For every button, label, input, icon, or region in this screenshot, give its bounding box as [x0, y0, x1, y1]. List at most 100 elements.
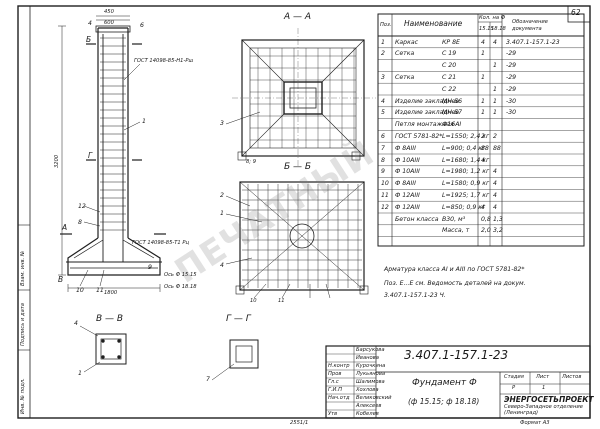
spec-header-pos: Поз. — [380, 22, 392, 28]
section-bb-title: Б — Б — [284, 162, 312, 172]
spec-cell-qty-2: 4 — [493, 168, 497, 176]
spec-cell-pos: 12 — [381, 203, 389, 211]
signature-role: Пров — [328, 371, 342, 377]
gost-note-1: ГОСТ 14098-85-Н1-Рш — [134, 58, 194, 64]
gg-mark-7: 7 — [206, 376, 210, 383]
spec-cell-name: ГОСТ 5781-82* — [395, 132, 443, 140]
spec-cell-name: Ф 8АIII — [395, 180, 416, 188]
bb-mark-2: 2 — [220, 192, 224, 199]
mark-12: 12 — [78, 203, 86, 210]
note-2: Поз. Е...Е см. Ведомость деталей на доку… — [384, 280, 526, 287]
stage-value: Р — [512, 385, 516, 391]
spec-cell-mark: МН-56 — [442, 97, 463, 105]
spec-header-qty-2: 18.18 — [491, 26, 506, 32]
spec-cell-name: Изделие закладное — [395, 97, 460, 105]
signature-name: Шалимова — [356, 379, 385, 385]
spec-cell-name: Ф 8АIII — [395, 144, 416, 152]
spec-cell-doc: -29 — [506, 85, 517, 93]
bb-dim-10: 10 — [250, 298, 257, 304]
sheet-value: 1 — [542, 385, 546, 391]
spec-cell-qty-2: 1 — [493, 85, 497, 93]
spec-cell-doc: -30 — [506, 109, 517, 117]
spec-cell-qty-1: 88 — [481, 144, 489, 152]
spec-cell-qty-1: 1 — [481, 50, 485, 58]
spec-cell-pos: 6 — [381, 132, 385, 140]
stamp-label-vzam: Взам. инв. № — [20, 250, 26, 286]
signature-name: Алексеев — [356, 403, 382, 409]
aa-dim: 8; 9 — [246, 159, 256, 165]
spec-header-name: Наименование — [404, 19, 463, 28]
mark-8: 8 — [78, 219, 82, 226]
cut-v: В — [58, 275, 64, 284]
signature-role: Нач.отд — [328, 395, 350, 401]
spec-cell-qty-2: 3,2 — [493, 227, 503, 235]
dim-base: 1800 — [104, 290, 118, 296]
spec-cell-qty-2: 1,3 — [493, 215, 503, 223]
signature-name: Курочкина — [356, 363, 386, 369]
section-gg-title: Г — Г — [226, 314, 251, 324]
spec-cell-qty-1: 2 — [481, 132, 485, 140]
stage-header: Стадия — [504, 374, 524, 380]
spec-cell-name: Каркас — [395, 38, 419, 46]
spec-cell-qty-2: 4 — [493, 191, 497, 199]
spec-cell-qty-1: 4 — [481, 156, 485, 164]
spec-cell-mark: С 20 — [442, 62, 457, 70]
mark-10: 10 — [76, 287, 84, 294]
spec-cell-pos: 9 — [381, 168, 385, 176]
spec-cell-qty-2: 2 — [493, 132, 497, 140]
section-aa-title: А — А — [284, 12, 312, 22]
vv-mark-4: 4 — [74, 320, 78, 327]
spec-cell-name: Ф 10АIII — [395, 156, 420, 164]
spec-cell-pos: 5 — [381, 109, 385, 117]
spec-cell-name: Бетон класса — [395, 215, 439, 223]
spec-header-qty: Кол. на Ф — [479, 15, 506, 21]
cut-b-top: Б — [86, 35, 92, 44]
spec-cell-mark: С 21 — [442, 73, 457, 81]
spec-cell-pos: 1 — [381, 38, 385, 46]
signature-role: Утв — [328, 411, 338, 417]
spec-cell-pos: 7 — [381, 144, 385, 152]
spec-cell-qty-2: 4 — [493, 180, 497, 188]
spec-cell-pos: 4 — [381, 97, 385, 105]
signature-name: Иванова — [356, 355, 379, 361]
bottom-ref: 2551/1 — [290, 420, 309, 426]
company-sub: Северо-Западное отделение (Ленинград) — [504, 404, 583, 416]
signature-role: Н.контр — [328, 363, 350, 369]
mark-4: 4 — [88, 20, 92, 27]
cut-g: Г — [88, 151, 93, 160]
gost-note-2: ГОСТ 14098-85-Т1 Рц — [132, 240, 190, 246]
spec-cell-doc: -29 — [506, 50, 517, 58]
spec-cell-qty-2: 1 — [493, 109, 497, 117]
signature-name: Барсукова — [356, 347, 385, 353]
spec-cell-qty-1: 4 — [481, 38, 485, 46]
dim-height: 3200 — [54, 154, 60, 168]
spec-cell-mark: МН-57 — [442, 109, 463, 117]
mark-11: 11 — [96, 287, 104, 294]
bb-dim-11: 11 — [278, 298, 285, 304]
cut-a: А — [62, 223, 68, 232]
signature-role: Гл.с — [328, 379, 339, 385]
signature-name: Кобелев — [356, 411, 379, 417]
mark-9: 9 — [148, 264, 152, 271]
mark-1a: 1 — [142, 118, 146, 125]
spec-cell-name: Ф 10АIII — [395, 168, 420, 176]
spec-header-qty-1: 15.15 — [479, 26, 494, 32]
spec-cell-mark: Масса, т — [442, 227, 470, 235]
spec-cell-qty-1: 2,0 — [481, 227, 491, 235]
spec-cell-pos: 10 — [381, 180, 389, 188]
spec-cell-pos: 11 — [381, 191, 389, 199]
signature-role: Г.И.П — [328, 387, 342, 393]
spec-cell-mark: L=850; 0,9 кг — [442, 203, 486, 211]
spec-cell-mark: L=1980; 1,2 кг — [442, 168, 490, 176]
spec-cell-mark: КР 8Е — [442, 38, 460, 46]
drawing-title: Фундамент Ф — [412, 378, 477, 388]
spec-cell-doc: -30 — [506, 97, 517, 105]
sheets-header: Листов — [562, 374, 582, 380]
spec-cell-name: Ф 12АIII — [395, 191, 420, 199]
spec-cell-mark: С 19 — [442, 50, 457, 58]
aa-mark-3: 3 — [220, 120, 224, 127]
spec-cell-qty-1: 4 — [481, 203, 485, 211]
spec-cell-qty-2: 1 — [493, 97, 497, 105]
spec-cell-doc: -29 — [506, 73, 517, 81]
